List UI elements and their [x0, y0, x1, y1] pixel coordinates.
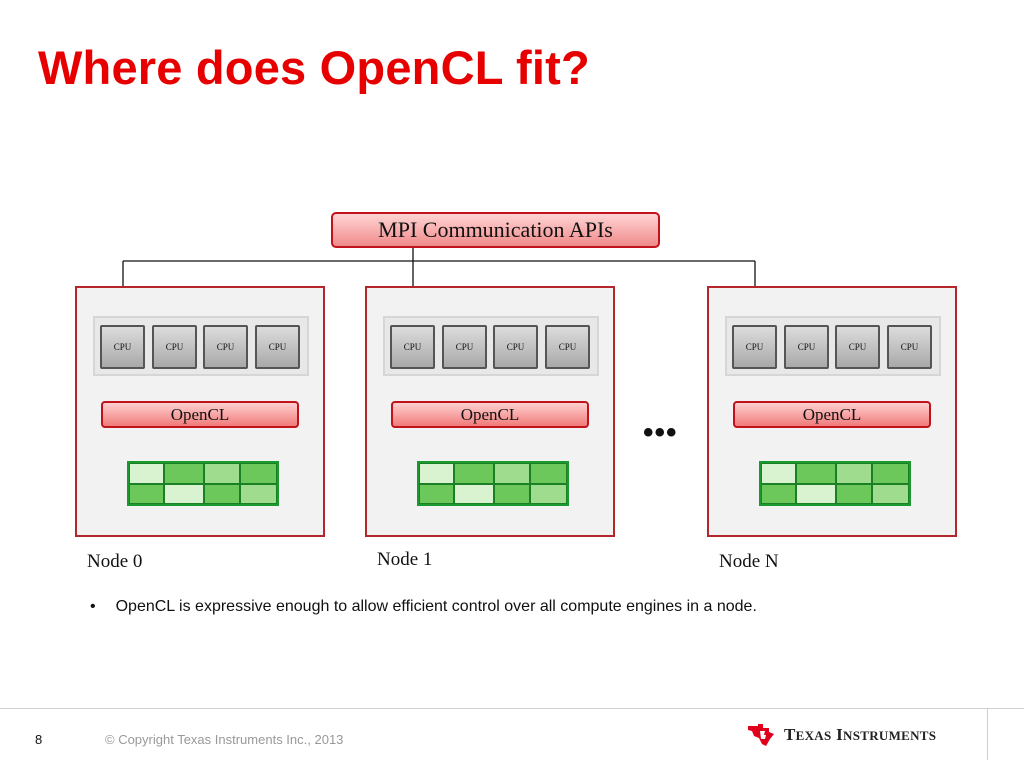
accelerator-grid: [759, 461, 911, 506]
mpi-communication-box: MPI Communication APIs: [331, 212, 660, 248]
node-1-label: Node 1: [377, 549, 433, 570]
opencl-box: OpenCL: [391, 401, 589, 428]
footer-divider: [987, 708, 988, 760]
cpu-block: CPU: [493, 325, 538, 369]
texas-instruments-logo-icon: [748, 724, 774, 746]
cpu-block: CPU: [390, 325, 435, 369]
cpu-tray: CPU CPU CPU CPU: [725, 316, 941, 376]
bullet-text: OpenCL is expressive enough to allow eff…: [115, 598, 757, 615]
cpu-block: CPU: [784, 325, 829, 369]
page-number: 8: [35, 732, 43, 747]
node-n-label: Node N: [719, 551, 779, 572]
ellipsis: •••: [643, 416, 678, 449]
texas-instruments-logo: TEXAS INSTRUMENTS: [746, 722, 936, 748]
accelerator-grid: [417, 461, 569, 506]
footer-bar: [0, 708, 1024, 768]
node-1-box: CPU CPU CPU CPU OpenCL: [365, 286, 615, 537]
bullet-point: • OpenCL is expressive enough to allow e…: [90, 598, 757, 616]
accelerator-grid: [127, 461, 279, 506]
cpu-block: CPU: [152, 325, 197, 369]
node-0-box: CPU CPU CPU CPU OpenCL: [75, 286, 325, 537]
cpu-block: CPU: [835, 325, 880, 369]
cpu-block: CPU: [442, 325, 487, 369]
cpu-block: CPU: [545, 325, 590, 369]
opencl-box: OpenCL: [101, 401, 299, 428]
cpu-tray: CPU CPU CPU CPU: [383, 316, 599, 376]
bullet-marker: •: [90, 598, 96, 615]
node-n-box: CPU CPU CPU CPU OpenCL: [707, 286, 957, 537]
slide-title: Where does OpenCL fit?: [38, 41, 590, 94]
node-0-label: Node 0: [87, 551, 143, 572]
copyright-text: © Copyright Texas Instruments Inc., 2013: [105, 732, 344, 747]
cpu-block: CPU: [887, 325, 932, 369]
cpu-block: CPU: [732, 325, 777, 369]
cpu-block: CPU: [100, 325, 145, 369]
cpu-tray: CPU CPU CPU CPU: [93, 316, 309, 376]
logo-wordmark: TEXAS INSTRUMENTS: [784, 725, 937, 744]
opencl-box: OpenCL: [733, 401, 931, 428]
cpu-block: CPU: [255, 325, 300, 369]
cpu-block: CPU: [203, 325, 248, 369]
